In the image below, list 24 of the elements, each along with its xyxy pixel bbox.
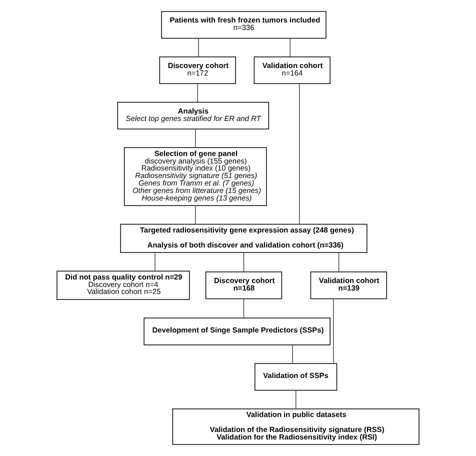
node-box: Validation of SSPs bbox=[254, 363, 338, 391]
node-box: Validation in public datasets Validation of the Radiosensitivity signature (RSS) Validation for the Radiosensitivity index (RSI) bbox=[172, 408, 420, 445]
connector bbox=[333, 298, 334, 364]
node-box: Targeted radiosensitivity gene expression assay (248 genes) Analysis of both discover and validation cohort (n=336) bbox=[120, 224, 368, 253]
connector bbox=[198, 38, 199, 57]
node-box: Discovery cohort n=168 bbox=[205, 272, 282, 300]
connector bbox=[197, 83, 198, 102]
node-box: Discovery cohort n=172 bbox=[159, 56, 236, 84]
node-box: Validation cohort n=139 bbox=[310, 272, 388, 300]
connector bbox=[154, 252, 156, 272]
connector bbox=[243, 298, 244, 318]
connector bbox=[243, 252, 244, 272]
node-box: Patients with fresh frozen tumors included n=336 bbox=[161, 11, 326, 39]
connector bbox=[299, 83, 300, 225]
connector bbox=[295, 390, 296, 410]
node-box: Analysis Select top genes stratified for ER and RT bbox=[117, 102, 270, 130]
node-box: Development of Singe Sample Predictors (SSPs) bbox=[144, 318, 330, 346]
connector bbox=[195, 205, 196, 224]
node-box: Validation cohort n=164 bbox=[254, 56, 330, 84]
node-box: Did not pass quality control n=29 Discovery cohort n=4 Validation cohort n=25 bbox=[56, 270, 190, 300]
node-box: Selection of gene panel discovery analysis (155 genes) Radiosensitivity index (10 genes) Radiosensitivity signature (51 genes) Genes from Tramm et al. (7 genes) Other genes from litterature (15 genes) House-keeping genes (13 genes) bbox=[124, 147, 267, 206]
connector bbox=[195, 128, 196, 148]
connector bbox=[338, 252, 340, 272]
connector bbox=[292, 344, 293, 364]
